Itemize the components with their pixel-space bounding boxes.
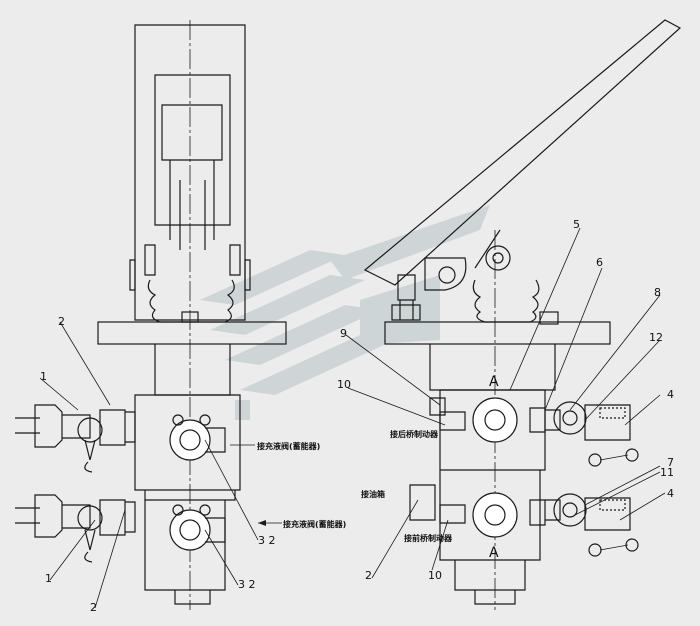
label-10-bottom: 10 [428,569,442,582]
note-oil-tank: 接油箱 [361,489,385,499]
label-6: 6 [596,256,603,269]
label-8: 8 [654,286,661,299]
label-12: 12 [649,331,663,344]
label-7: 7 [667,456,674,469]
right-view [345,19,682,610]
note-accumulator-bottom: 接充液阀(蓄能器) [283,519,346,529]
label-10-top: 10 [337,378,351,391]
note-rear-axle-brake: 接后桥制动器 [390,429,439,439]
section-marker-a-top: A [489,374,499,390]
label-5: 5 [573,218,580,231]
label-2-left-top: 2 [58,315,65,328]
label-3-2-top: 3 2 [258,534,276,547]
label-2-right: 2 [365,569,372,582]
label-3-2-bottom: 3 2 [238,578,256,591]
label-4-bottom: 4 [667,487,674,500]
label-4-top: 4 [667,388,674,401]
label-1-top: 1 [40,370,47,383]
watermark-logo [200,205,490,420]
label-11: 11 [660,466,674,479]
label-9: 9 [340,327,347,340]
label-2-left-bottom: 2 [90,601,97,614]
note-front-axle-brake: 接前桥制动器 [404,533,453,543]
left-view [15,20,287,610]
label-1-bottom: 1 [45,572,52,585]
note-accumulator-top: 接充液阀(蓄能器) [257,441,320,451]
section-marker-a-bottom: A [489,545,499,561]
